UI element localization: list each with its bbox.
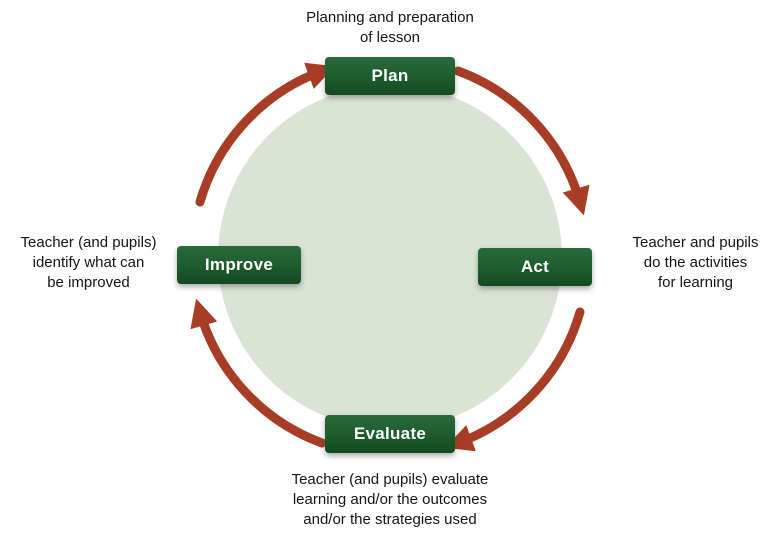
arrow-plan-to-act-icon	[453, 66, 590, 216]
node-evaluate-label: Evaluate	[353, 424, 427, 443]
cycle-circle	[218, 85, 562, 429]
annotation-act: Teacher and pupils do the activities for…	[632, 234, 759, 291]
node-improve-label: Improve	[204, 255, 274, 274]
arrow-act-to-evaluate-icon	[444, 307, 585, 452]
annotation-plan: Planning and preparation of lesson	[306, 9, 474, 46]
arrow-improve-to-plan-icon	[195, 62, 336, 207]
node-plan-label: Plan	[371, 66, 409, 85]
node-improve: Improve	[177, 246, 301, 284]
node-act-label: Act	[520, 257, 550, 276]
annotation-improve: Teacher (and pupils) identify what can b…	[20, 234, 157, 291]
node-act: Act	[478, 248, 592, 286]
node-plan: Plan	[325, 57, 455, 95]
annotation-evaluate: Teacher (and pupils) evaluate learning a…	[291, 471, 489, 528]
node-evaluate: Evaluate	[325, 415, 455, 453]
arrow-evaluate-to-improve-icon	[190, 298, 327, 448]
